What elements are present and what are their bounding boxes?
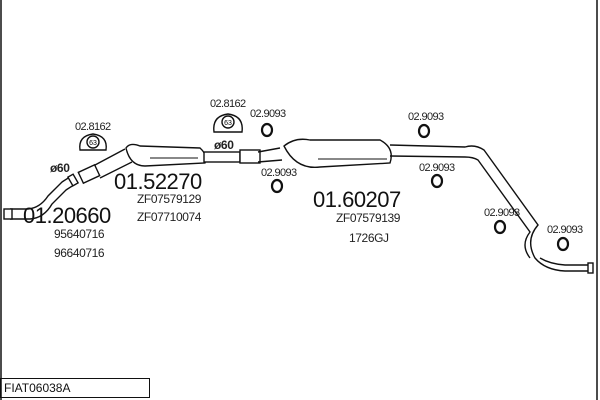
clamp-2: 02.8162 63	[210, 98, 247, 133]
rubber-mount-1: 02.9093	[250, 108, 287, 138]
clamp-number: 02.8162	[210, 98, 246, 110]
rubber-mount-5: 02.9093	[484, 207, 521, 235]
rubber-mount-6: 02.9093	[547, 224, 584, 252]
svg-text:02.9093: 02.9093	[484, 207, 520, 219]
svg-text:02.9093: 02.9093	[261, 167, 297, 179]
svg-text:02.9093: 02.9093	[250, 108, 286, 120]
rear-silencer-ref: 1726GJ	[349, 231, 389, 245]
clamp-size: 63	[89, 140, 97, 147]
clamp-size: 63	[224, 120, 232, 127]
rubber-mount-4: 02.9093	[419, 162, 456, 189]
clamp-number: 02.8162	[75, 121, 111, 133]
middle-silencer-ref: ZF07710074	[137, 210, 202, 224]
rear-silencer-ref: ZF07579139	[336, 211, 401, 225]
middle-silencer-number: 01.52270	[114, 169, 202, 194]
front-pipe-ref: 96640716	[54, 246, 105, 260]
diagram-code: FIAT06038A	[0, 378, 150, 398]
rear-silencer-drawing	[257, 138, 594, 274]
svg-text:02.9093: 02.9093	[547, 224, 583, 236]
rear-silencer-number: 01.60207	[313, 187, 401, 212]
front-pipe-number: 01.20660	[23, 203, 111, 228]
clamp-1: 02.8162 63	[75, 121, 112, 151]
front-pipe-diameter: ø60	[50, 161, 70, 175]
middle-silencer-drawing	[77, 143, 261, 185]
rubber-mount-3: 02.9093	[408, 111, 445, 139]
front-pipe-drawing	[3, 173, 80, 220]
middle-silencer-diameter: ø60	[214, 138, 234, 152]
middle-silencer-ref: ZF07579129	[137, 192, 202, 206]
svg-text:02.9093: 02.9093	[419, 162, 455, 174]
svg-text:02.9093: 02.9093	[408, 111, 444, 123]
rubber-mount-2: 02.9093	[261, 167, 298, 194]
front-pipe-ref: 95640716	[54, 227, 105, 241]
